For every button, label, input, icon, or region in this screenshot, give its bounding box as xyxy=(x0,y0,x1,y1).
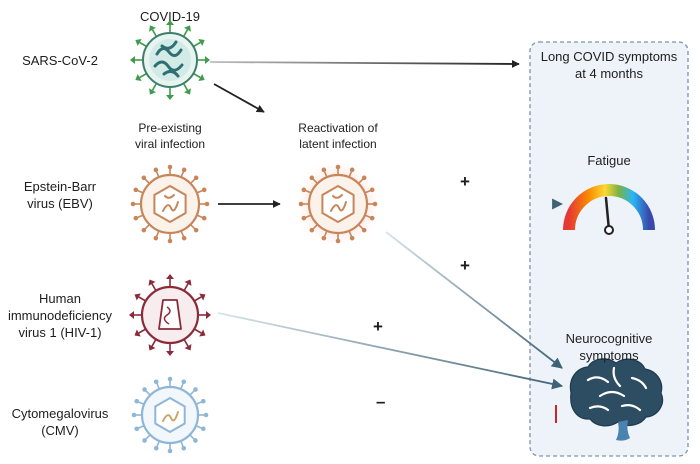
reactivation-label: Reactivation of latent infection xyxy=(298,121,378,151)
plus-sign-fatigue: + xyxy=(460,172,470,191)
hiv-label: Human immunodeficiency virus 1 (HIV-1) xyxy=(7,291,113,340)
brain-icon xyxy=(569,358,664,441)
hiv-virus-icon xyxy=(129,274,211,356)
sars-cov-2-label: SARS-CoV-2 xyxy=(22,53,98,68)
preexisting-label: Pre-existing viral infection xyxy=(134,121,206,151)
fatigue-gauge-icon xyxy=(563,184,655,235)
ebv-label: Epstein-Barr virus (EBV) xyxy=(23,179,97,211)
minus-sign-cmv: – xyxy=(376,392,386,411)
arrow-reactivation-to-neuro xyxy=(385,231,563,369)
arrow-sars-to-reactivation xyxy=(213,83,265,113)
covid-19-label: COVID-19 xyxy=(140,9,200,24)
sars-cov-2-virus-icon xyxy=(130,20,210,100)
ebv-virus-icon xyxy=(130,164,210,244)
cmv-virus-icon xyxy=(131,376,209,454)
arrow-hiv-to-neuro xyxy=(217,312,564,390)
long-covid-panel xyxy=(529,41,689,457)
cmv-label: Cytomegalovirus (CMV) xyxy=(11,406,109,438)
plus-sign-neuro-reactivation: + xyxy=(460,256,470,275)
long-covid-header: Long COVID symptoms at 4 months xyxy=(540,49,678,81)
fatigue-label: Fatigue xyxy=(587,153,631,168)
plus-sign-neuro-hiv: + xyxy=(373,317,383,336)
neurocognitive-label: Neurocognitive symptoms xyxy=(565,331,653,363)
reactivated-ebv-virus-icon xyxy=(292,158,384,250)
arrow-sars-to-long-covid xyxy=(209,59,520,68)
